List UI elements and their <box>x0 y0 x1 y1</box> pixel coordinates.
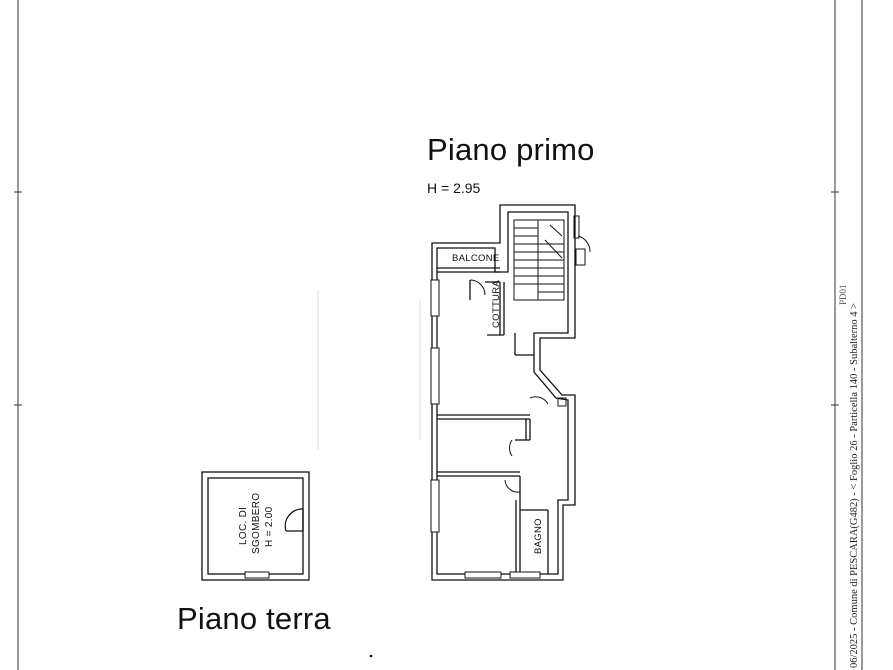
room-label-loc-line2: SGOMBERO <box>251 492 262 554</box>
upper-floor-plan <box>431 204 576 581</box>
faint-marks <box>317 290 421 450</box>
room-label-balcone: BALCONE <box>452 253 500 264</box>
cadastral-reference: 06/2025 - Comune di PESCARA(G482) - < Fo… <box>849 302 860 668</box>
upper-fixtures <box>557 215 586 407</box>
room-label-cottura: COTTURA <box>491 279 502 328</box>
staircase <box>513 219 565 301</box>
stray-dot <box>369 654 373 658</box>
sheet-frame <box>17 0 863 670</box>
piano-primo-title: Piano primo <box>427 132 595 167</box>
upper-door-swings <box>469 235 591 493</box>
upper-windows <box>430 279 541 579</box>
ground-window <box>244 571 270 579</box>
piano-terra-title: Piano terra <box>177 601 331 636</box>
room-label-loc-line3: H = 2.00 <box>264 506 275 547</box>
sheet-code: PD01 <box>838 284 848 305</box>
room-label-bagno: BAGNO <box>533 518 544 554</box>
room-label-loc-line1: LOC. DI <box>238 506 249 545</box>
frame-ticks <box>14 191 839 406</box>
piano-primo-height: H = 2.95 <box>427 180 481 196</box>
